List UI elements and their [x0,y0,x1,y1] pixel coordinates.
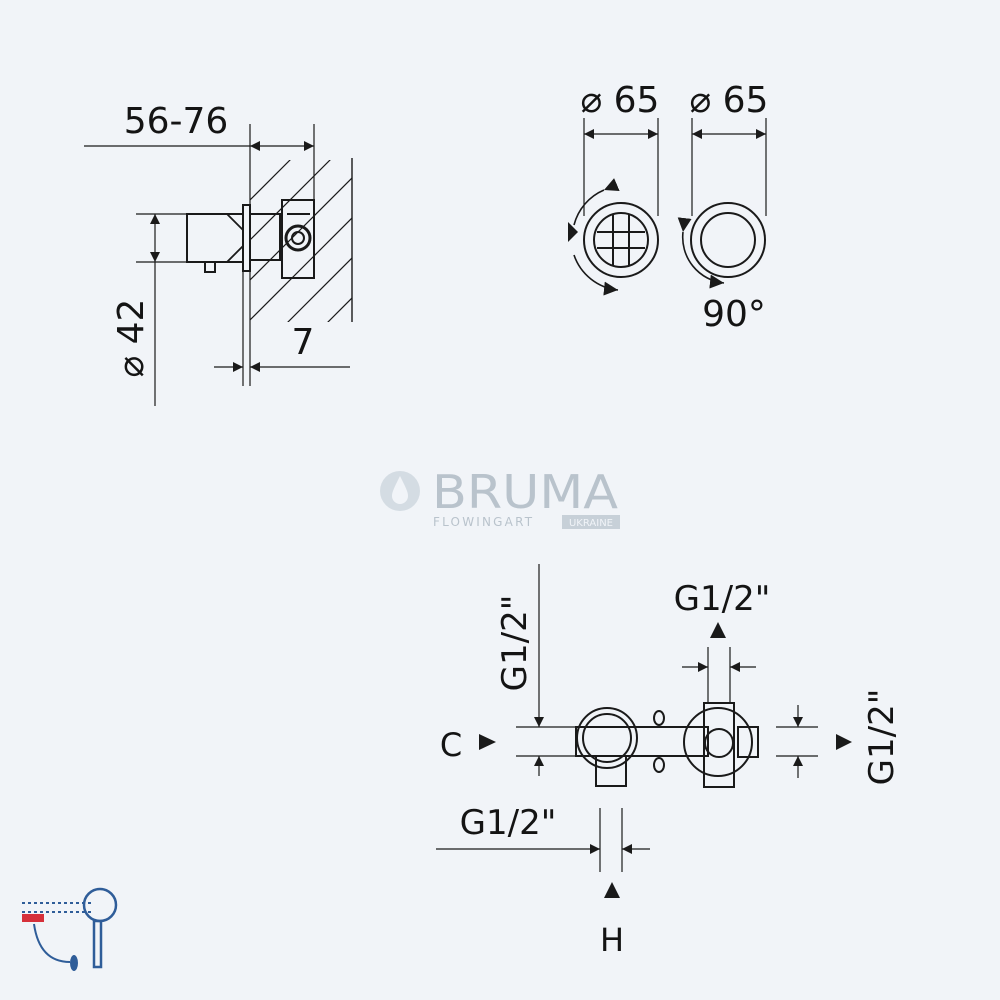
wall-hatching [250,160,352,322]
hot-inlet-label: H [600,921,624,959]
wall-mount-icon [22,887,118,971]
right-handle-diameter-label: ⌀ 65 [690,80,769,121]
diameter-dimension-label: ⌀ 42 [111,299,152,378]
cold-inlet-arrow [479,734,496,750]
cold-inlet-thread-label: G1/2" [495,595,535,692]
top-outlet-arrow [710,622,726,638]
handle-pin [204,261,216,273]
water-drop-icon [392,476,408,504]
depth-dimension-label: 56-76 [124,101,229,142]
top-outlet-thread-label: G1/2" [674,579,771,619]
left-handle-diameter-label: ⌀ 65 [581,80,660,121]
plate-thickness-label: 7 [292,322,315,363]
wall-plate [242,204,251,272]
valve-body [249,213,281,261]
right-outlet-arrow [836,734,852,750]
brand-tagline: FLOWINGART [433,515,534,529]
side-view: 56-76 ⌀ 42 7 [84,101,353,406]
brand-name: BRUMA [432,465,619,519]
brand-watermark: BRUMA FLOWINGART UKRAINE [380,465,620,529]
rotation-angle-label: 90° [702,294,766,335]
front-view: ⌀ 65 ⌀ 65 90° [568,80,768,335]
hot-inlet-thread-label: G1/2" [460,803,557,843]
cold-inlet-label: C [440,726,462,764]
hot-inlet-arrow [604,882,620,898]
right-outlet-thread-label: G1/2" [862,689,902,786]
connection-view: G1/2" C G1/2" G1/2" G1/2" H [436,564,902,959]
brand-region: UKRAINE [569,518,613,529]
